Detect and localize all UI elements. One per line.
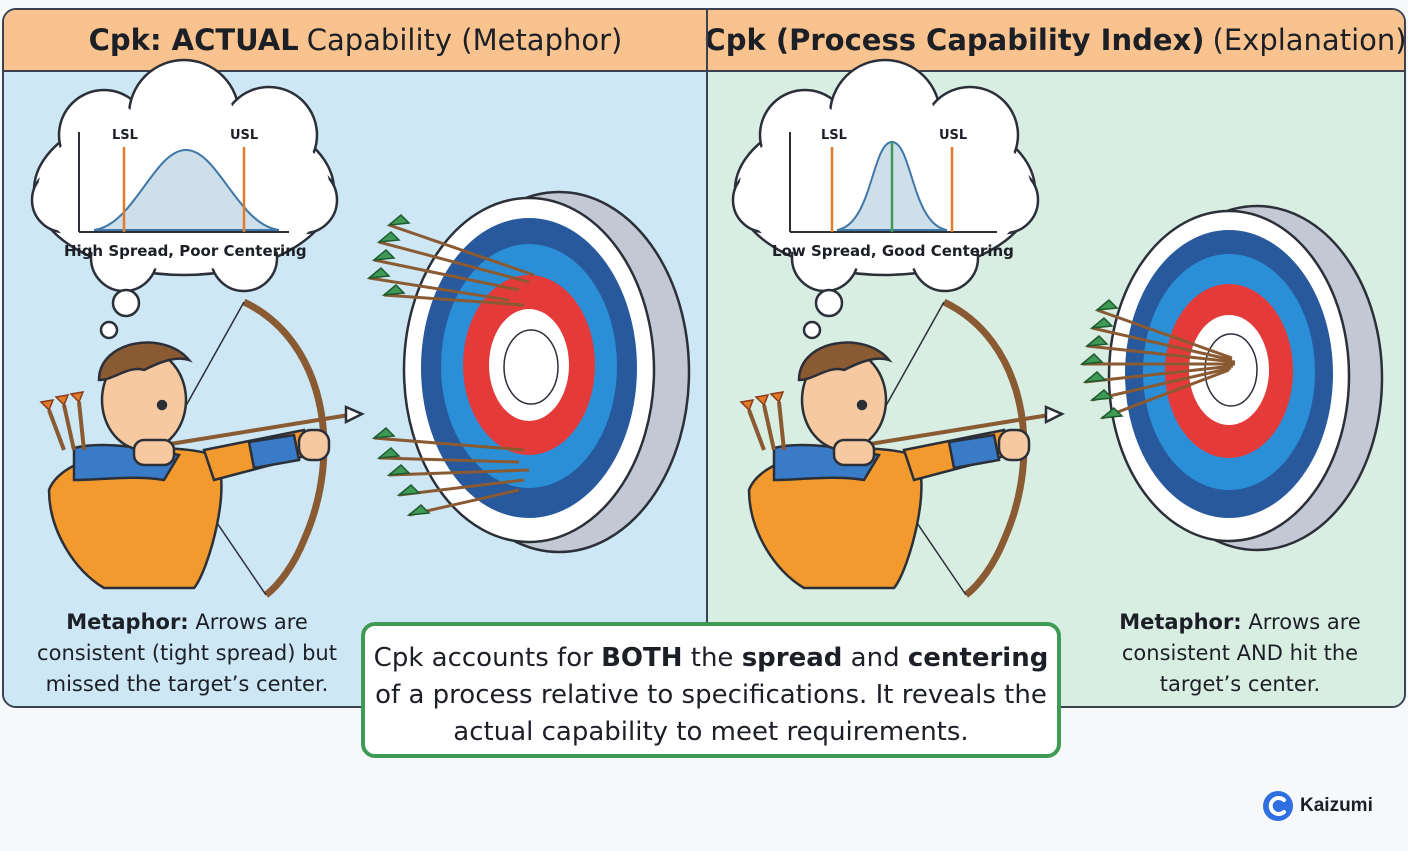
callout-text-3: and xyxy=(850,643,900,673)
callout-text-2: the xyxy=(690,643,734,673)
right-bell-curve-chart xyxy=(789,132,997,233)
right-caption: Metaphor: Arrows are consistent AND hit … xyxy=(1085,607,1395,700)
callout-bold-centering: centering xyxy=(907,643,1049,673)
left-cloud-label: High Spread, Poor Centering xyxy=(64,242,307,260)
callout-bold-both: BOTH xyxy=(601,643,683,673)
right-caption-bold: Metaphor: xyxy=(1119,610,1242,634)
left-title-rest: Capability (Metaphor) xyxy=(306,23,623,57)
callout-text-1: Cpk accounts for xyxy=(373,643,593,673)
summary-callout: Cpk accounts for BOTH the spread and cen… xyxy=(361,622,1061,758)
left-arrow-cluster-top xyxy=(366,213,535,307)
infographic-frame: Cpk: ACTUAL Capability (Metaphor) xyxy=(2,8,1406,708)
right-archery-target xyxy=(1107,204,1384,552)
left-panel: Cpk: ACTUAL Capability (Metaphor) xyxy=(4,10,707,706)
brand-name: Kaizumi xyxy=(1300,795,1373,816)
left-panel-header: Cpk: ACTUAL Capability (Metaphor) xyxy=(4,10,707,72)
panel-divider xyxy=(706,10,708,706)
callout-bold-spread: spread xyxy=(741,643,843,673)
left-archer-figure xyxy=(39,298,365,598)
right-panel: Cpk (Process Capability Index) (Explanat… xyxy=(704,10,1406,706)
left-illustration xyxy=(30,58,691,598)
right-title-rest: (Explanation) xyxy=(1212,23,1406,57)
right-archer-figure xyxy=(739,298,1065,598)
left-usl-label: USL xyxy=(230,128,259,143)
right-arrow-cluster-center xyxy=(1079,298,1236,420)
kaizumi-logo-icon xyxy=(1263,791,1293,821)
right-usl-label: USL xyxy=(939,128,968,143)
right-illustration xyxy=(731,58,1384,598)
left-caption-text: Arrows are consistent (tight spread) but… xyxy=(37,610,337,696)
left-arrow-cluster-bottom xyxy=(371,426,530,517)
left-caption: Metaphor: Arrows are consistent (tight s… xyxy=(32,607,342,700)
left-bell-curve-chart xyxy=(78,132,289,233)
right-caption-text: Arrows are consistent AND hit the target… xyxy=(1121,610,1361,696)
brand-logo: Kaizumi xyxy=(1262,790,1373,822)
right-cloud-label: Low Spread, Good Centering xyxy=(772,242,1014,260)
left-title-bold: Cpk: ACTUAL xyxy=(88,23,299,57)
right-title-bold: Cpk (Process Capability Index) xyxy=(704,23,1205,57)
right-panel-header: Cpk (Process Capability Index) (Explanat… xyxy=(704,10,1406,72)
left-caption-bold: Metaphor: xyxy=(66,610,189,634)
right-lsl-label: LSL xyxy=(821,128,847,143)
callout-text-4: of a process relative to specifications.… xyxy=(375,680,1047,747)
left-lsl-label: LSL xyxy=(112,128,138,143)
